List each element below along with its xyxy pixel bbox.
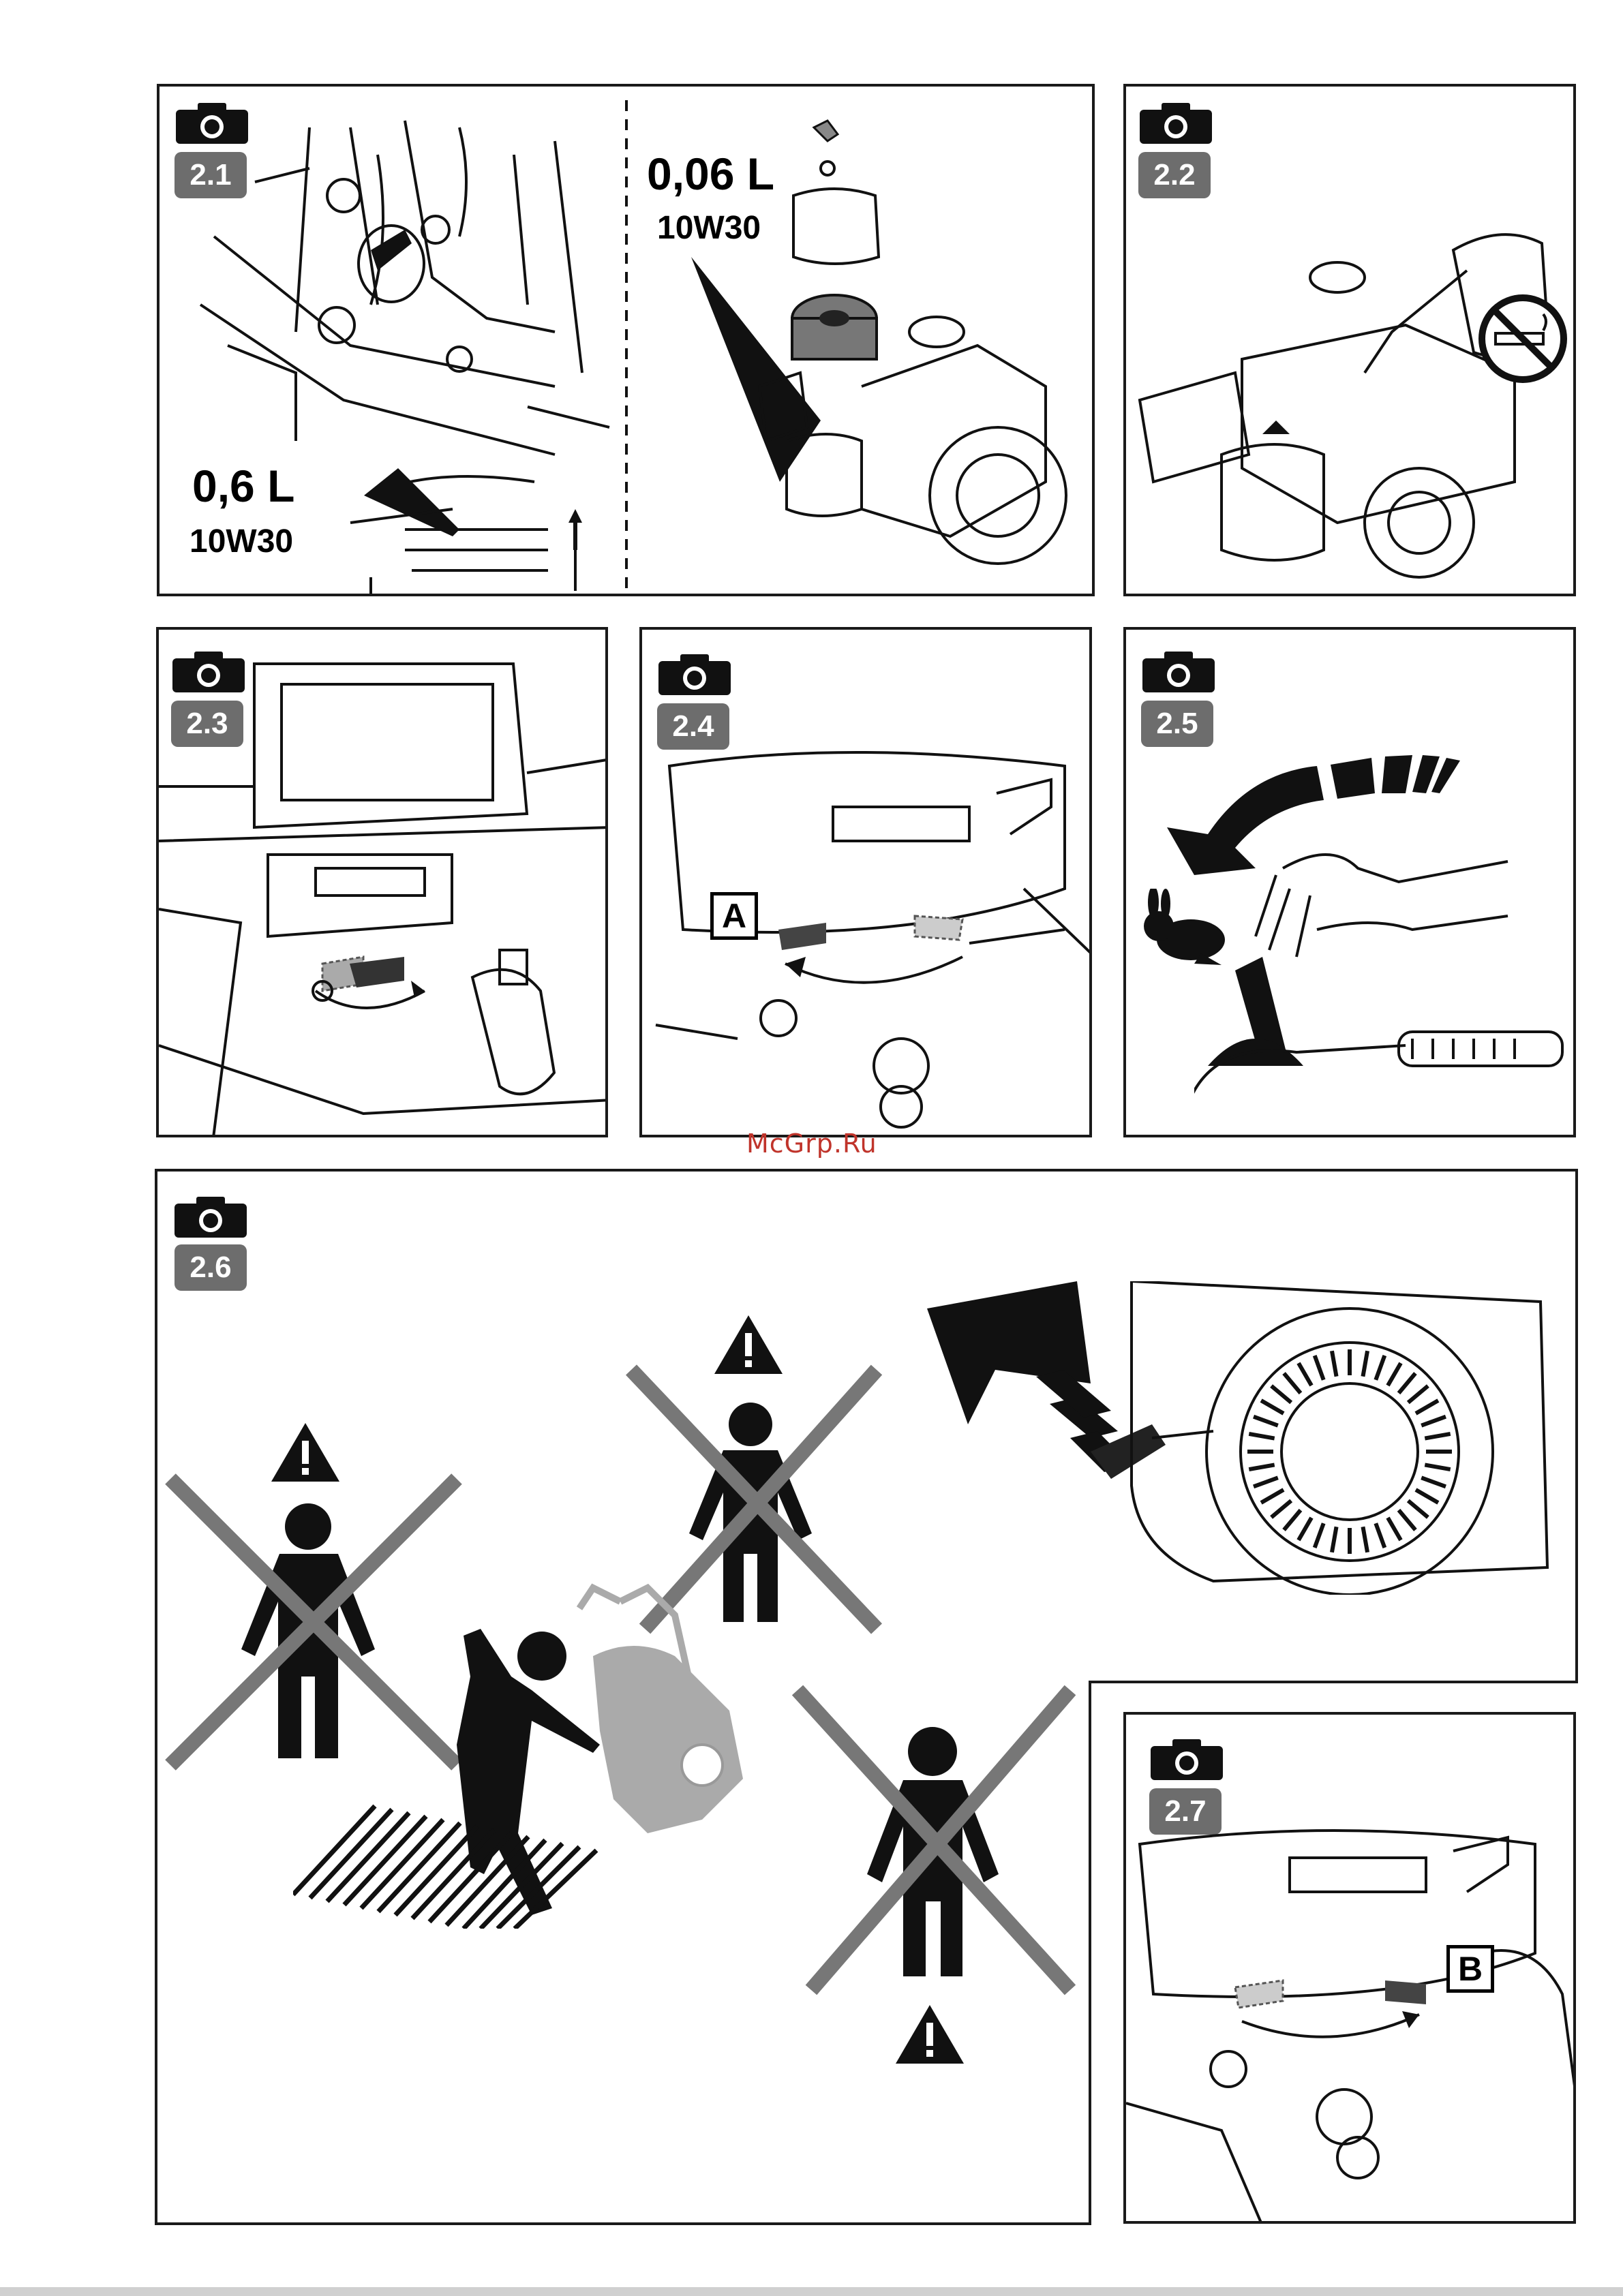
- part-label-b: B: [1446, 1945, 1494, 1993]
- camera-icon: [657, 653, 732, 697]
- watermark: McGrp.Ru: [746, 1129, 877, 1159]
- choke-lever-closed-illustration: [1126, 1817, 1576, 2224]
- panel-2-4: 2.4 A: [639, 627, 1092, 1137]
- part-label-a: A: [710, 892, 758, 940]
- page-bottom-rule: [0, 2287, 1623, 2296]
- camera-icon: [173, 1195, 248, 1239]
- camera-icon: [1141, 650, 1216, 694]
- panel-2-7: 2.7 B: [1123, 1712, 1576, 2224]
- panel-2-3: 2.3: [156, 627, 608, 1137]
- camera-icon: [1149, 1738, 1224, 1781]
- camera-icon: [1138, 102, 1213, 145]
- dipstick-illustration: [344, 441, 603, 596]
- divider-line: [623, 100, 630, 591]
- panel-2-1: 2.1 0,6 L 10W30 0,06 L 10W30: [157, 84, 1095, 596]
- panel-2-5: 2.5: [1123, 627, 1576, 1137]
- oil-grade-engine: 10W30: [189, 523, 293, 560]
- no-smoking-icon: [1475, 291, 1571, 386]
- oil-volume-engine: 0,6 L: [192, 460, 294, 512]
- operator-with-tiller: [293, 1574, 757, 1929]
- hand-throttle-illustration: [1194, 834, 1576, 1134]
- figure-badge: 2.6: [175, 1244, 247, 1291]
- fuel-valve-illustration: [159, 637, 608, 1137]
- panel-2-2: 2.2: [1123, 84, 1576, 596]
- recoil-starter-illustration: [913, 1281, 1568, 1595]
- choke-lever-illustration: [642, 739, 1092, 1137]
- bystander-crossed: [791, 1683, 1077, 1997]
- figure-badge: 2.5: [1141, 701, 1213, 747]
- warning-icon: [894, 2004, 965, 2065]
- oil-filler-illustration: [173, 100, 616, 482]
- air-filter-illustration: [691, 100, 1093, 591]
